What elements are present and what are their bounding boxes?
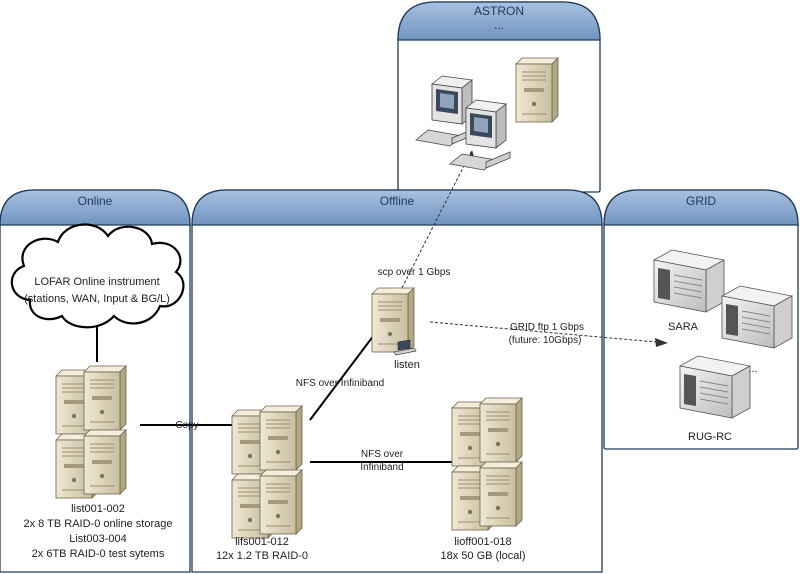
- infiniband-label: Infiniband: [360, 462, 403, 473]
- cloud-line-1: LOFAR Online instrument: [34, 276, 159, 288]
- astron-server: [515, 57, 559, 123]
- gridftp-arrowhead: [655, 338, 668, 347]
- sara-label: SARA: [668, 321, 699, 333]
- lifs-server-cluster: [232, 406, 302, 538]
- gridftp-link: [429, 321, 657, 343]
- list-label-4: 2x 6TB RAID-0 test sytems: [32, 548, 165, 560]
- list-label-1: list001-002: [71, 503, 125, 515]
- lioff-label-1: lioff001-018: [454, 536, 511, 548]
- scp-link: [401, 149, 473, 289]
- gridftp-future-label: (future: 10Gbps): [509, 335, 582, 346]
- nfs-over-label: NFS over: [361, 449, 404, 460]
- lioff-label-2: 18x 50 GB (local): [441, 550, 526, 562]
- offline-title: Offline: [380, 194, 415, 208]
- listen-server: [371, 287, 417, 356]
- copy-link-label: Copy: [175, 420, 198, 431]
- astron-title: ASTRON: [474, 4, 524, 18]
- sara-server: [653, 249, 725, 313]
- list-label-3: List003-004: [69, 533, 127, 545]
- astron-subtitle: ...: [494, 18, 504, 32]
- lioff-server-cluster: [452, 398, 522, 530]
- lifs-label-1: lifs001-012: [235, 536, 289, 548]
- list-server-cluster: [56, 366, 126, 498]
- cloud-line-2: (stations, WAN, Input & BG/L): [24, 293, 170, 305]
- list-label-2: 2x 8 TB RAID-0 online storage: [24, 518, 173, 530]
- grid-more-label: ...: [748, 363, 757, 375]
- rugrc-server: [679, 355, 751, 419]
- rugrc-label: RUG-RC: [688, 431, 732, 443]
- gridftp-label: GRID ftp 1 Gbps: [510, 322, 584, 333]
- lifs-label-2: 12x 1.2 TB RAID-0: [216, 550, 308, 562]
- nfs-infiniband-link-listen: [309, 334, 375, 421]
- astron-panel: ASTRON ...: [397, 1, 601, 193]
- online-title: Online: [78, 194, 113, 208]
- sara-server-2: [721, 285, 793, 349]
- listen-label: listen: [394, 359, 420, 371]
- grid-title: GRID: [686, 194, 716, 208]
- lofar-online-cloud: LOFAR Online instrument (stations, WAN, …: [10, 223, 185, 329]
- nfs-infiniband-label: NFS over Infiniband: [296, 378, 384, 389]
- scp-link-label: scp over 1 Gbps: [378, 267, 451, 278]
